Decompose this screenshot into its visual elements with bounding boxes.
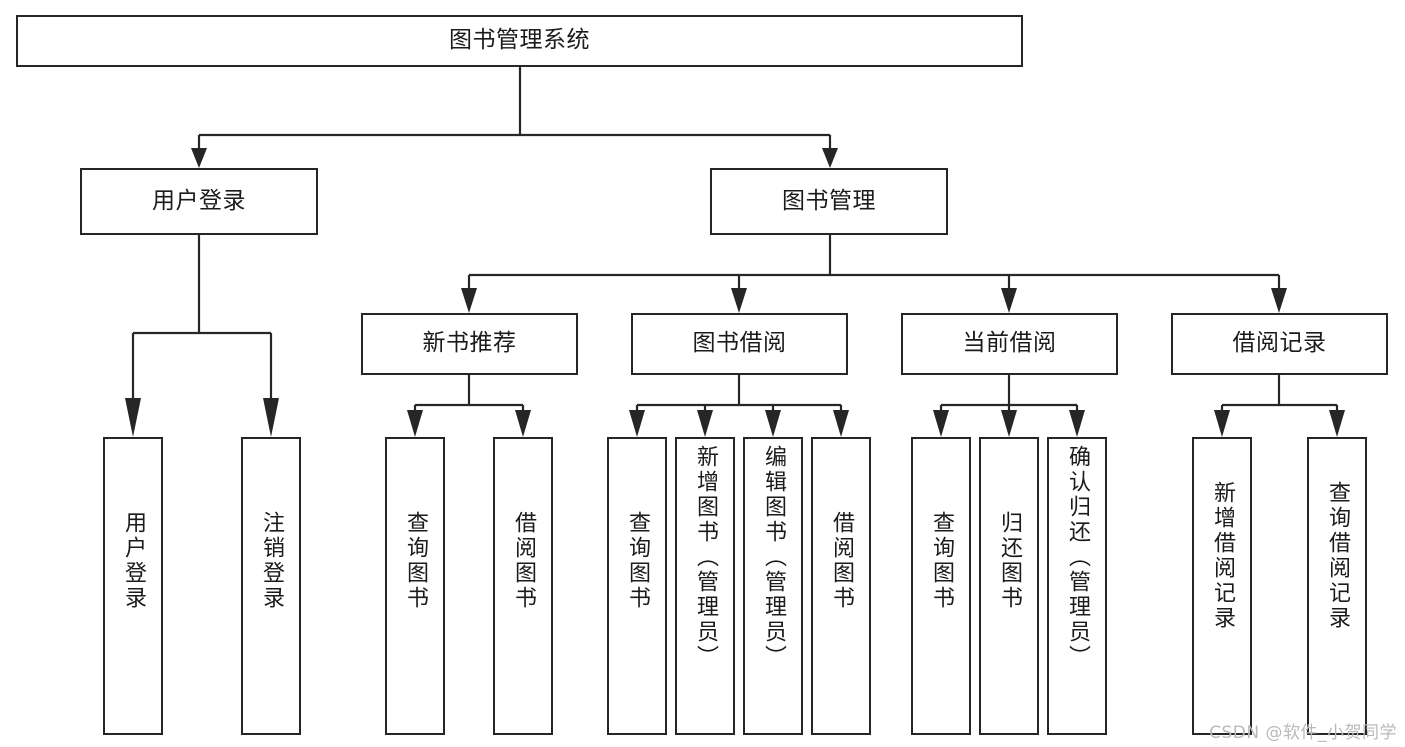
arrowhead-current-borrow-leaf2 — [1001, 410, 1017, 437]
leaf-current-borrow-query-book[interactable]: 查询图书 — [911, 437, 971, 735]
leaf-current-borrow-query-book-label: 查询图书 — [929, 511, 954, 611]
arrowhead-book-manage — [822, 148, 838, 168]
node-book-management-label: 图书管理 — [782, 187, 876, 214]
node-new-book-recommend-label: 新书推荐 — [422, 330, 517, 357]
node-new-book-recommend[interactable]: 新书推荐 — [361, 313, 578, 375]
leaf-borrow-record-add-record-label: 新增借阅记录 — [1210, 481, 1235, 631]
leaf-new-book-query-book-label: 查询图书 — [403, 511, 428, 611]
arrowhead-current-borrow-leaf3 — [1069, 410, 1085, 437]
node-borrow-record[interactable]: 借阅记录 — [1171, 313, 1388, 375]
arrowhead-borrow-record — [1271, 288, 1287, 313]
node-root-system[interactable]: 图书管理系统 — [16, 15, 1023, 67]
node-current-borrow[interactable]: 当前借阅 — [901, 313, 1118, 375]
leaf-borrow-record-query-record[interactable]: 查询借阅记录 — [1307, 437, 1367, 735]
leaf-current-borrow-confirm-return[interactable]: 确认归还（管理员） — [1047, 437, 1107, 735]
arrowhead-book-borrow-leaf4 — [833, 410, 849, 437]
leaf-new-book-borrow-book[interactable]: 借阅图书 — [493, 437, 553, 735]
leaf-book-borrow-query-book-label: 查询图书 — [625, 511, 650, 611]
leaf-book-borrow-edit-book[interactable]: 编辑图书（管理员） — [743, 437, 803, 735]
node-root-system-label: 图书管理系统 — [449, 27, 590, 54]
leaf-user-login-signin-label: 用户登录 — [121, 511, 146, 611]
node-borrow-record-label: 借阅记录 — [1232, 330, 1327, 357]
leaf-borrow-record-add-record[interactable]: 新增借阅记录 — [1192, 437, 1252, 735]
leaf-book-borrow-borrow-book-label: 借阅图书 — [829, 511, 854, 611]
node-book-borrow-label: 图书借阅 — [692, 330, 787, 357]
leaf-current-borrow-confirm-return-label: 确认归还（管理员） — [1065, 445, 1090, 670]
arrowhead-current-borrow — [1001, 288, 1017, 313]
leaf-book-borrow-borrow-book[interactable]: 借阅图书 — [811, 437, 871, 735]
node-user-login-label: 用户登录 — [152, 187, 246, 214]
node-user-login[interactable]: 用户登录 — [80, 168, 318, 235]
node-current-borrow-label: 当前借阅 — [962, 330, 1057, 357]
leaf-current-borrow-return-book[interactable]: 归还图书 — [979, 437, 1039, 735]
leaf-user-login-signout[interactable]: 注销登录 — [241, 437, 301, 735]
leaf-book-borrow-query-book[interactable]: 查询图书 — [607, 437, 667, 735]
leaf-new-book-query-book[interactable]: 查询图书 — [385, 437, 445, 735]
arrowhead-book-borrow-leaf2 — [697, 410, 713, 437]
arrowhead-user-login — [191, 148, 207, 168]
arrowhead-current-borrow-leaf1 — [933, 410, 949, 437]
leaf-book-borrow-add-book-label: 新增图书（管理员） — [693, 445, 718, 670]
arrowhead-new-book-leaf2 — [515, 410, 531, 437]
leaf-book-borrow-add-book[interactable]: 新增图书（管理员） — [675, 437, 735, 735]
arrowhead-book-borrow — [731, 288, 747, 313]
arrowhead-book-borrow-leaf1 — [629, 410, 645, 437]
csdn-watermark: CSDN @软件_小贺同学 — [1209, 723, 1397, 743]
arrowhead-borrow-record-leaf2 — [1329, 410, 1345, 437]
node-book-borrow[interactable]: 图书借阅 — [631, 313, 848, 375]
arrowhead-borrow-record-leaf1 — [1214, 410, 1230, 437]
leaf-new-book-borrow-book-label: 借阅图书 — [511, 511, 536, 611]
leaf-current-borrow-return-book-label: 归还图书 — [997, 511, 1022, 611]
node-book-management[interactable]: 图书管理 — [710, 168, 948, 235]
leaf-user-login-signin[interactable]: 用户登录 — [103, 437, 163, 735]
arrowhead-user-login-leaf2 — [263, 398, 279, 437]
arrowhead-user-login-leaf1 — [125, 398, 141, 437]
leaf-borrow-record-query-record-label: 查询借阅记录 — [1325, 481, 1350, 631]
leaf-user-login-signout-label: 注销登录 — [259, 511, 284, 611]
leaf-book-borrow-edit-book-label: 编辑图书（管理员） — [761, 445, 786, 670]
arrowhead-new-book — [461, 288, 477, 313]
arrowhead-new-book-leaf1 — [407, 410, 423, 437]
arrowhead-book-borrow-leaf3 — [765, 410, 781, 437]
